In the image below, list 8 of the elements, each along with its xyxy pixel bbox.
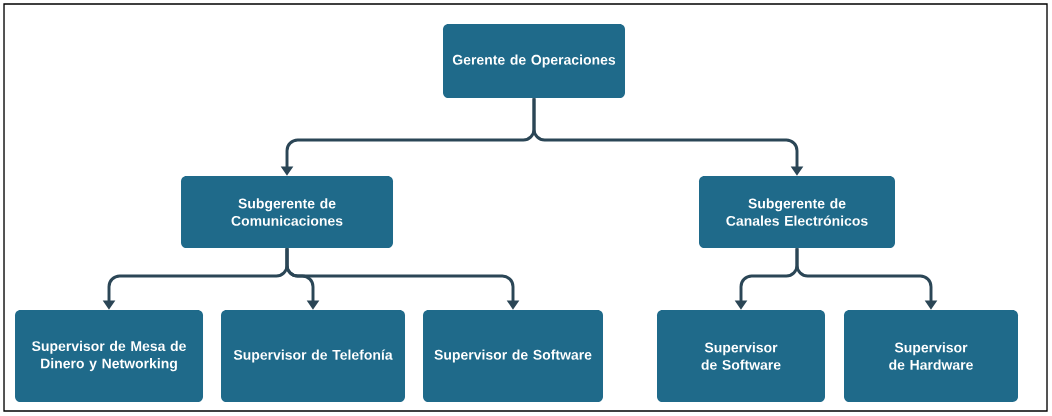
role-box: Supervisor de Software: [423, 310, 603, 402]
role-box: Supervisor de Telefonía: [221, 310, 405, 402]
role-box: Subgerente de Canales Electrónicos: [699, 176, 895, 248]
role-box: Supervisor de Mesa de Dinero y Networking: [15, 310, 203, 402]
role-box: Subgerente de Comunicaciones: [181, 176, 393, 248]
role-box: Supervisor de Software: [657, 310, 825, 402]
role-box: Gerente de Operaciones: [443, 24, 625, 98]
role-box: Supervisor de Hardware: [844, 310, 1018, 402]
